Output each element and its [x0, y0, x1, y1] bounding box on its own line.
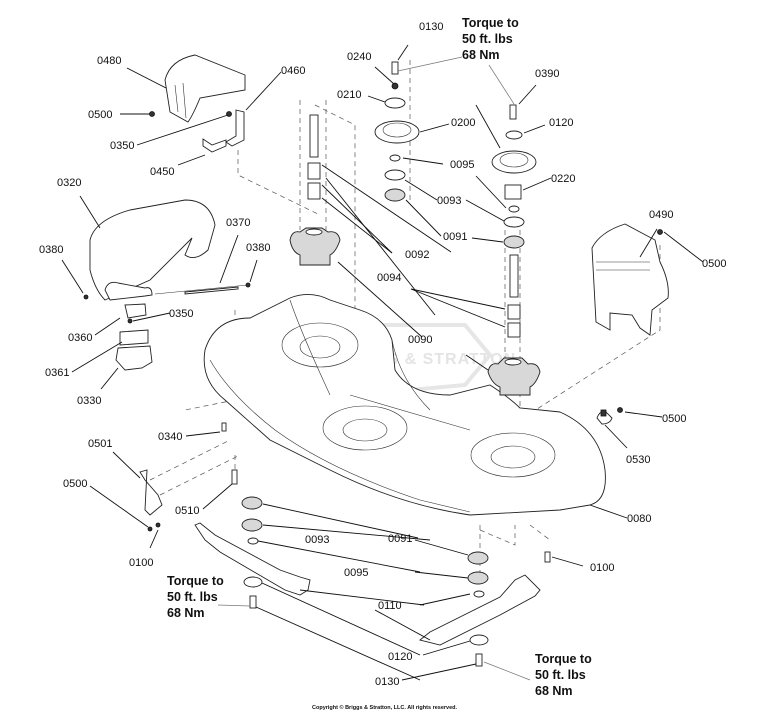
bolt-0500-lower-left [147, 526, 153, 532]
mower-deck-housing [203, 294, 606, 516]
lower-left-spindle-parts [241, 496, 263, 609]
torque-note-line: 50 ft. lbs [167, 590, 218, 604]
spindle-stack-right [487, 254, 541, 396]
torque-note-line: 68 Nm [167, 606, 205, 620]
lower-right-spindle-parts [467, 551, 489, 667]
callout-0120-lower: 0120 [388, 651, 412, 663]
bracket-0450 [202, 138, 227, 153]
spindle-top-parts-left [374, 61, 420, 202]
callout-0095-lower: 0095 [344, 567, 368, 579]
callout-0500-right: 0500 [702, 258, 726, 270]
callout-0120-top: 0120 [549, 117, 573, 129]
callout-0095-top: 0095 [450, 159, 474, 171]
chute-bracket-assembly [115, 303, 153, 371]
torque-note-line: Torque to [462, 16, 519, 30]
callout-0091-lower: 0091 [388, 533, 412, 545]
chute-rod-0370 [154, 284, 249, 295]
callout-0360: 0360 [68, 332, 92, 344]
callout-0330: 0330 [77, 395, 101, 407]
nut-0500 [149, 111, 155, 117]
callout-0240: 0240 [347, 51, 371, 63]
callout-0091-top: 0091 [443, 231, 467, 243]
callout-0080: 0080 [627, 513, 651, 525]
callout-0090: 0090 [408, 334, 432, 346]
callout-0130-lower: 0130 [375, 676, 399, 688]
callout-0110: 0110 [378, 600, 402, 612]
discharge-chute-0320 [89, 199, 216, 301]
callout-0350-lower: 0350 [169, 308, 193, 320]
callout-0220: 0220 [551, 173, 575, 185]
nut-0500-right [657, 229, 663, 235]
spindle-stack-left [289, 114, 341, 266]
torque-note-line: Torque to [535, 652, 592, 666]
callout-0510: 0510 [175, 505, 199, 517]
callout-labels: 0480 0460 0500 0350 0450 0320 0370 0380 … [39, 21, 726, 688]
spindle-top-parts-right [491, 104, 537, 249]
baffle-0501 [139, 469, 163, 516]
pin-0380-left [83, 294, 89, 300]
pin-0380-right [245, 282, 251, 288]
callout-0340: 0340 [158, 431, 182, 443]
callout-0320: 0320 [57, 177, 81, 189]
idler-0530 [596, 409, 613, 425]
nut-0350 [226, 111, 232, 117]
callout-0094: 0094 [377, 272, 401, 284]
callout-0380-right: 0380 [246, 242, 270, 254]
callout-0530: 0530 [626, 454, 650, 466]
callout-0130-top: 0130 [419, 21, 443, 33]
bolt-0100-lower-left [155, 522, 161, 528]
callout-0480: 0480 [97, 55, 121, 67]
torque-note-right: Torque to 50 ft. lbs 68 Nm [535, 652, 592, 698]
torque-note-line: Torque to [167, 574, 224, 588]
bolt-0340 [221, 422, 227, 432]
torque-note-line: 68 Nm [535, 684, 573, 698]
callout-0361: 0361 [45, 367, 69, 379]
bracket-0460 [225, 109, 245, 147]
callout-0092: 0092 [405, 249, 429, 261]
callout-0093-lower: 0093 [305, 534, 329, 546]
callout-0093-top: 0093 [437, 195, 461, 207]
bolt-0510 [231, 469, 238, 485]
callout-0210: 0210 [337, 89, 361, 101]
callout-0380-left: 0380 [39, 244, 63, 256]
callout-0100-right: 0100 [590, 562, 614, 574]
callout-0100-lower-left: 0100 [129, 557, 153, 569]
nut-0500-lower [617, 407, 623, 413]
torque-note-top: Torque to 50 ft. lbs 68 Nm [462, 16, 519, 62]
callout-leaders [61, 44, 704, 681]
belt-shield-0480 [164, 54, 246, 123]
callout-0500-lower-right: 0500 [662, 413, 686, 425]
callout-0370: 0370 [226, 217, 250, 229]
callout-0501: 0501 [88, 438, 112, 450]
belt-shield-0490 [591, 223, 669, 336]
torque-note-line: 50 ft. lbs [462, 32, 513, 46]
callout-0450: 0450 [150, 166, 174, 178]
torque-note-line: 68 Nm [462, 48, 500, 62]
callout-0460: 0460 [281, 65, 305, 77]
callout-0500: 0500 [88, 109, 112, 121]
blade-right-0110 [419, 574, 541, 646]
torque-note-line: 50 ft. lbs [535, 668, 586, 682]
callout-0390: 0390 [535, 68, 559, 80]
callout-0490: 0490 [649, 209, 673, 221]
callout-0500-lower-left: 0500 [63, 478, 87, 490]
copyright-notice: Copyright © Briggs & Stratton, LLC. All … [312, 704, 458, 711]
blade-left-0110 [194, 522, 311, 596]
torque-note-left: Torque to 50 ft. lbs 68 Nm [167, 574, 224, 620]
bolt-0100-right [544, 551, 551, 563]
callout-0350: 0350 [110, 140, 134, 152]
callout-0200: 0200 [451, 117, 475, 129]
